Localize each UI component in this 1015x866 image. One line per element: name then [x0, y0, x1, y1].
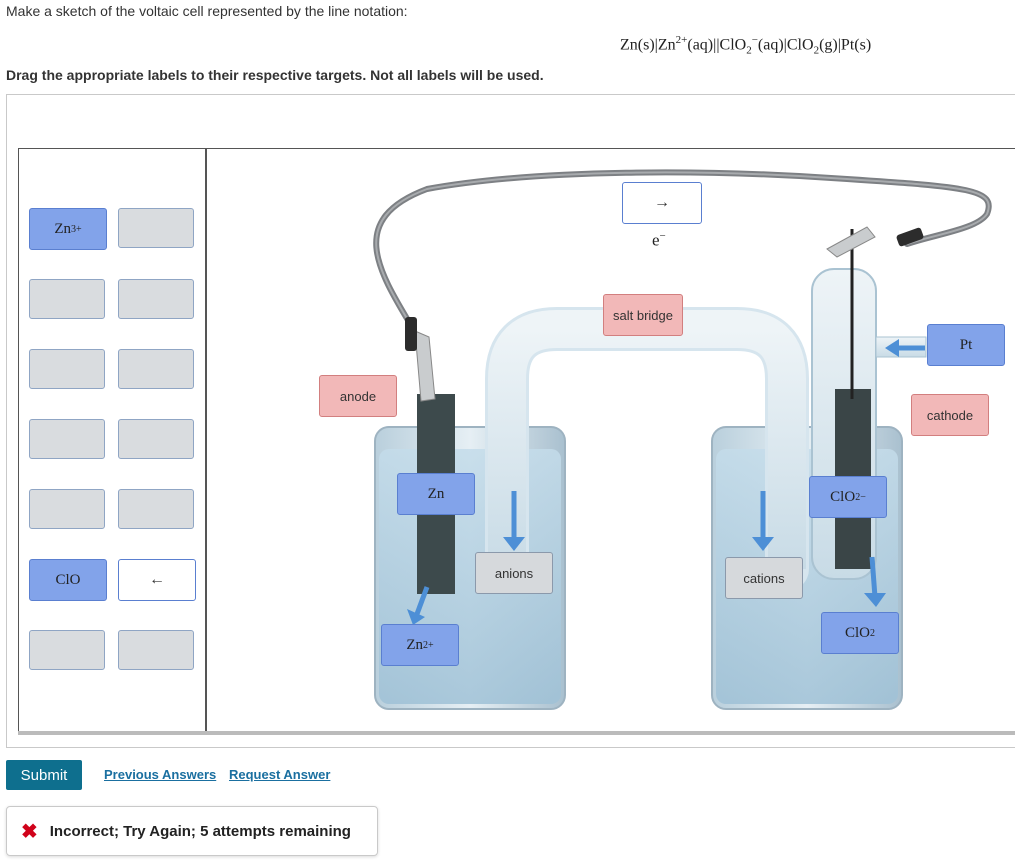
feedback-box: ✖ Incorrect; Try Again; 5 attempts remai…	[6, 806, 378, 856]
left-clip	[414, 330, 436, 402]
x-icon: ✖	[21, 820, 38, 843]
right-clip	[826, 226, 876, 258]
cathode-label[interactable]: cathode	[911, 394, 989, 436]
empty-slot[interactable]	[29, 489, 105, 529]
palette-divider	[205, 148, 207, 732]
pt-label[interactable]: Pt	[927, 324, 1005, 366]
anode-label[interactable]: anode	[319, 375, 397, 417]
flow-arrows	[407, 339, 925, 625]
salt-bridge-label[interactable]: salt bridge	[603, 294, 683, 336]
empty-slot[interactable]	[118, 208, 194, 248]
electron-direction-target[interactable]: →	[622, 182, 702, 224]
previous-answers-link[interactable]: Previous Answers	[104, 767, 217, 782]
empty-slot[interactable]	[118, 349, 194, 389]
submit-button[interactable]: Submit	[6, 760, 82, 790]
empty-slot[interactable]	[29, 419, 105, 459]
line-notation: Zn(s)|Zn2+(aq)||ClO2−(aq)|ClO2(g)|Pt(s)	[620, 34, 872, 57]
left-arrow-label[interactable]: ←	[118, 559, 196, 601]
empty-slot[interactable]	[29, 349, 105, 389]
empty-slot[interactable]	[118, 630, 194, 670]
empty-slot[interactable]	[118, 489, 194, 529]
empty-slot[interactable]	[118, 279, 194, 319]
cations-label[interactable]: cations	[725, 557, 803, 599]
question-prompt: Make a sketch of the voltaic cell repres…	[6, 3, 408, 19]
panel-bottom-border	[18, 731, 1015, 735]
request-answer-link[interactable]: Request Answer	[229, 767, 331, 782]
empty-slot[interactable]	[29, 279, 105, 319]
feedback-text: Incorrect; Try Again; 5 attempts remaini…	[49, 822, 351, 840]
electron-symbol: e−	[652, 230, 666, 250]
zn-label[interactable]: Zn	[397, 473, 475, 515]
empty-slot[interactable]	[118, 419, 194, 459]
clo-label[interactable]: ClO	[29, 559, 107, 601]
empty-slot[interactable]	[29, 630, 105, 670]
anions-label[interactable]: anions	[475, 552, 553, 594]
instructions: Drag the appropriate labels to their res…	[6, 67, 544, 83]
